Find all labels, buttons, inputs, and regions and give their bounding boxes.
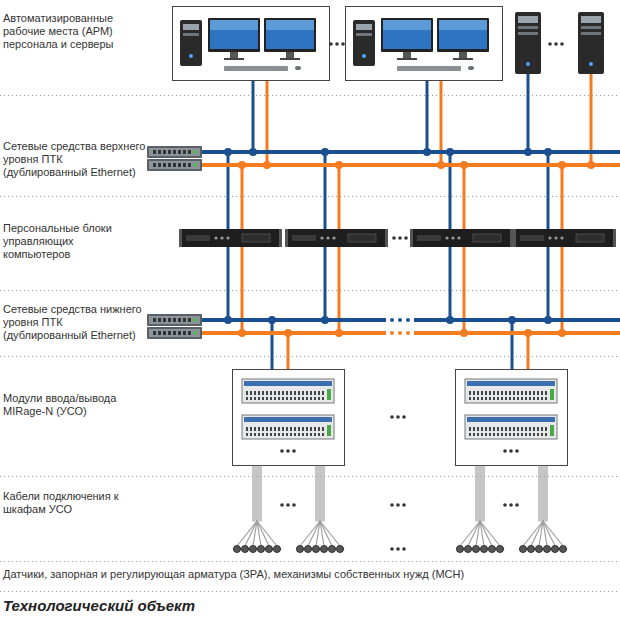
layer-label: Сетевые средства верхнего уровня ПТК (ду… — [3, 140, 146, 179]
layer-label: Сетевые средства нижнего уровня ПТК (дуб… — [3, 303, 146, 342]
layer-label: Кабели подключения к шкафам УСО — [3, 490, 131, 516]
layer-label: Персональные блоки управляющих компьютер… — [3, 222, 135, 261]
layer-label: Датчики, запорная и регулирующая арматур… — [3, 568, 464, 581]
layer-label: Автоматизированные рабочие места (АРМ) п… — [3, 12, 135, 51]
layer-label: Модули ввода/вывода MIRage-N (УСО) — [3, 392, 131, 418]
object-heading: Технологический объект — [3, 597, 195, 615]
